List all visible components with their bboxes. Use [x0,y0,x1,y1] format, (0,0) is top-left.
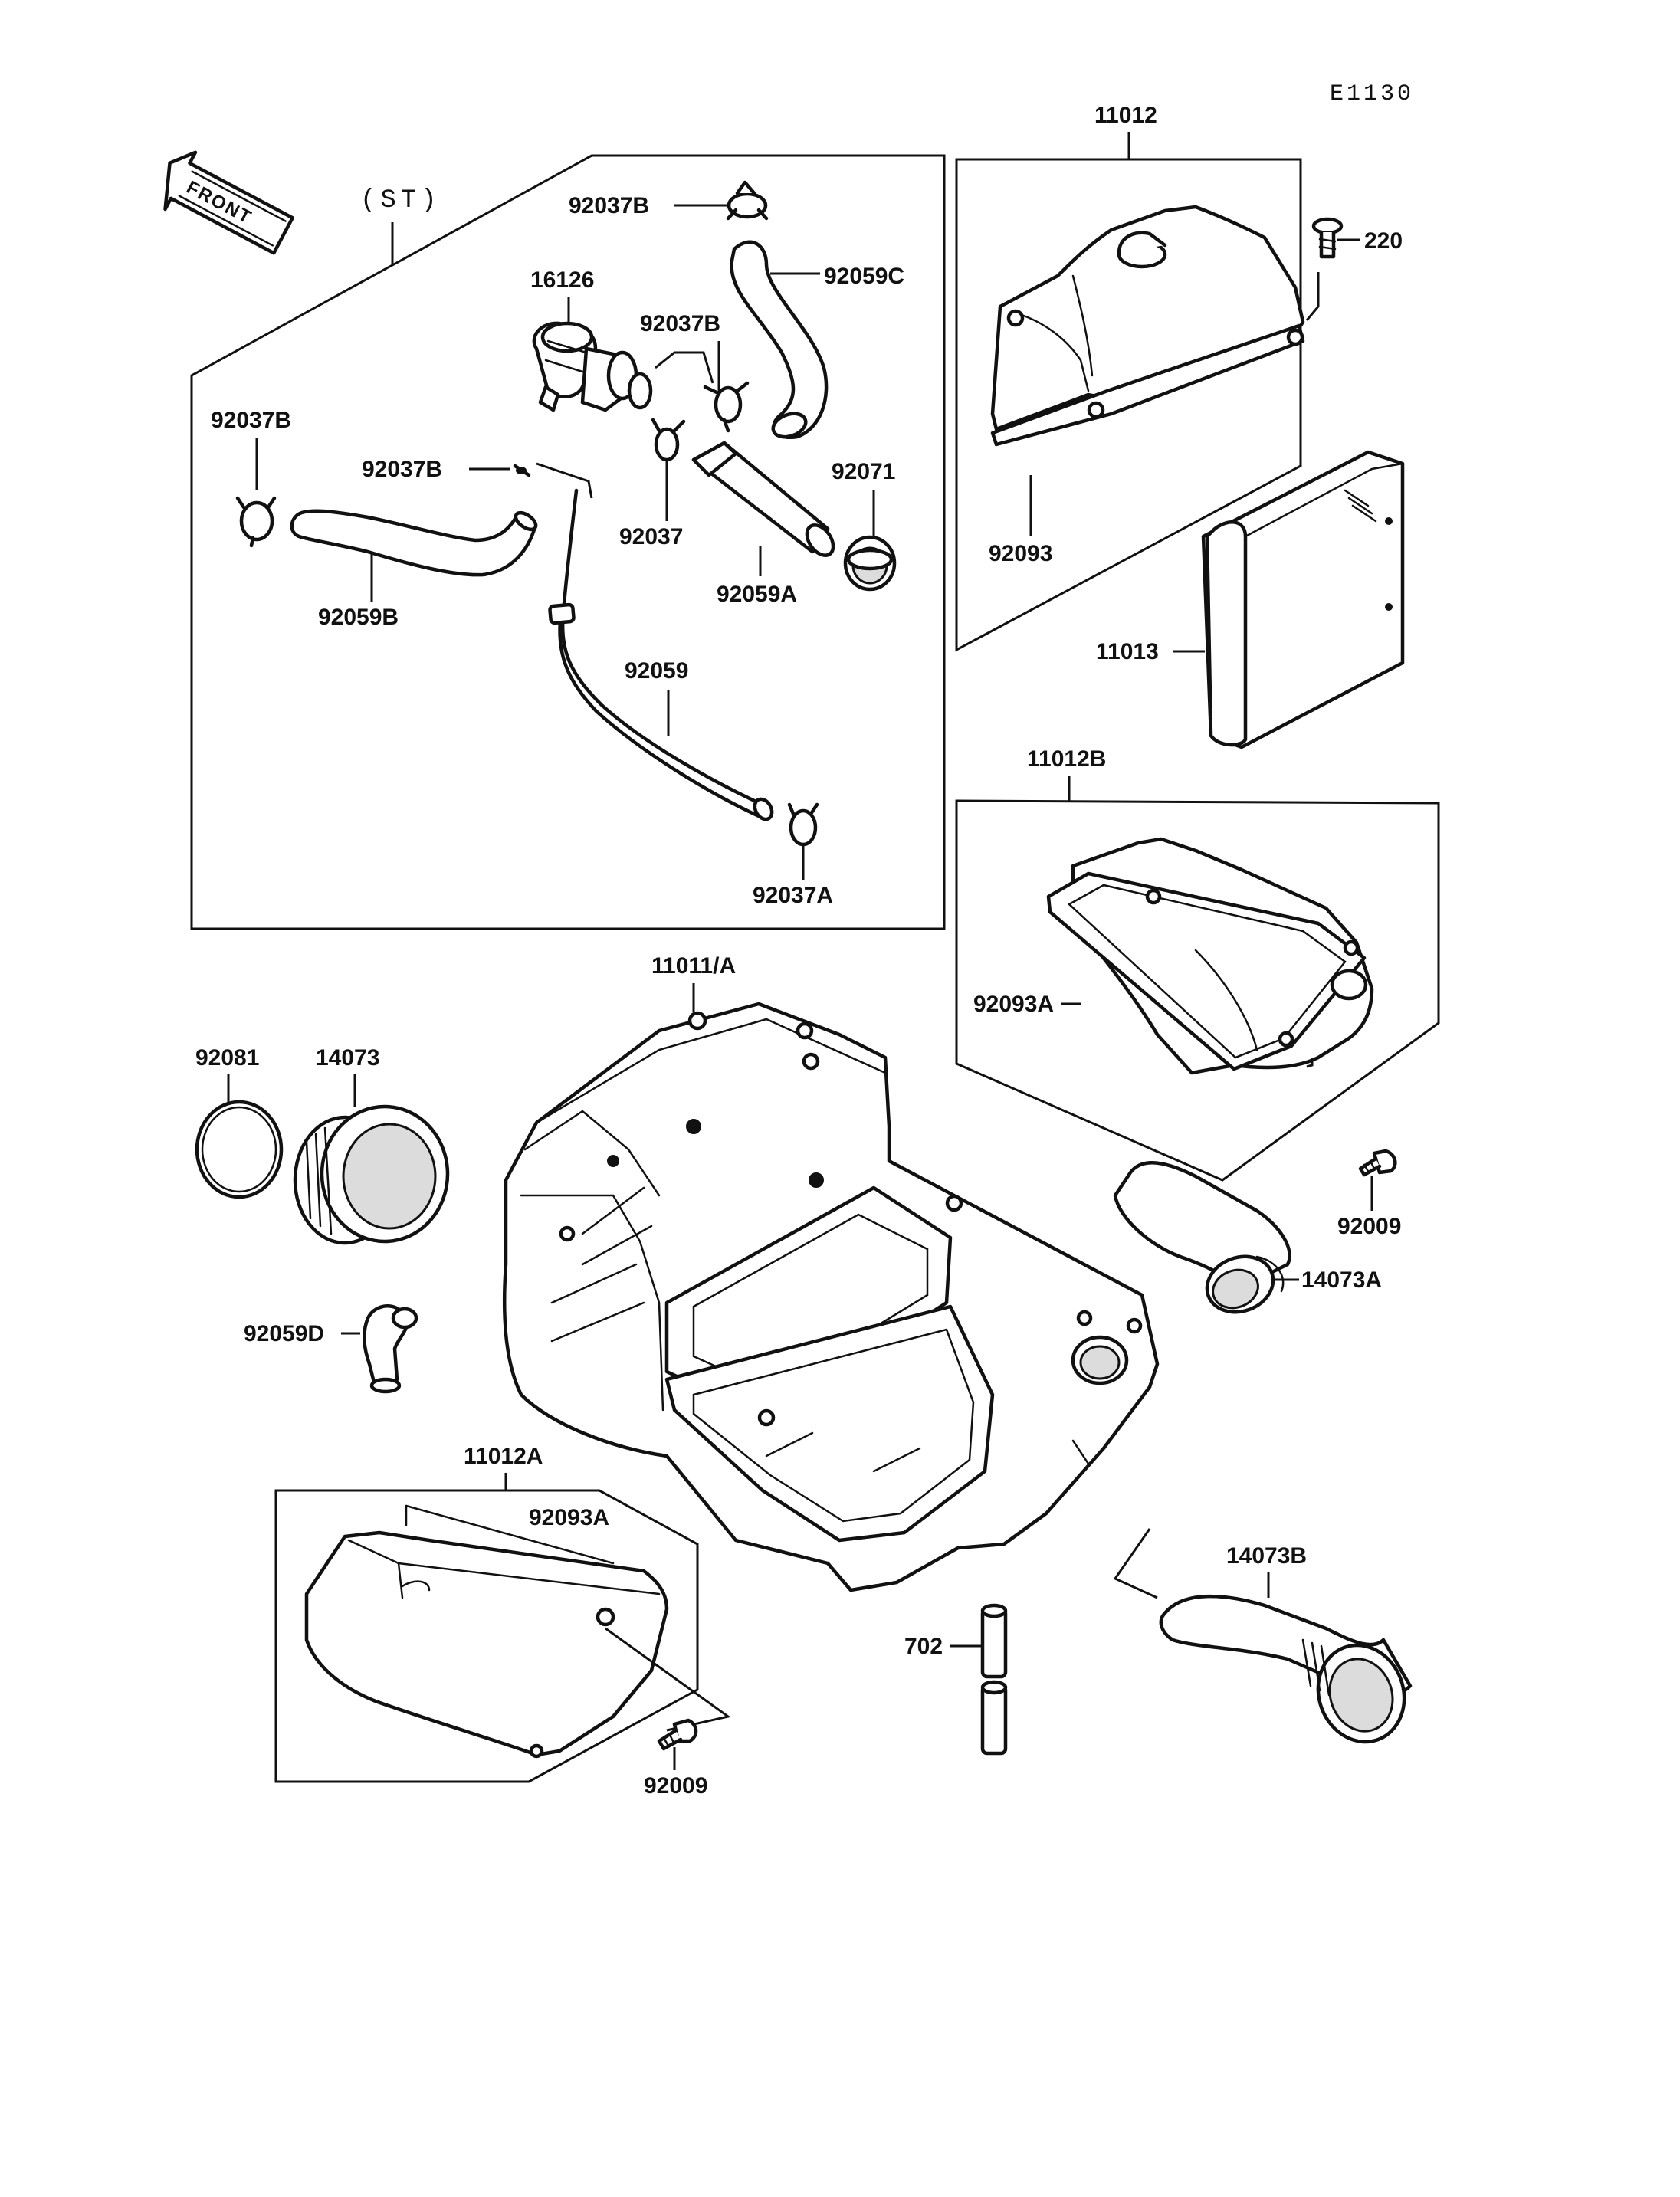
label-92037: 92037 [619,524,683,549]
clip-92037b-mid-icon [703,381,750,433]
label-92093a-bottom: 92093A [529,1505,609,1530]
ring-92081-icon [195,1100,284,1199]
label-220: 220 [1364,228,1403,254]
label-92059b: 92059B [318,605,399,630]
label-92059: 92059 [625,658,688,684]
label-92037b-top: 92037B [569,193,649,218]
label-92009-bottom: 92009 [644,1773,707,1799]
label-92081: 92081 [195,1045,259,1071]
leader-14073b-mount [1113,1528,1158,1599]
label-14073a: 14073A [1301,1267,1382,1293]
front-arrow-icon: FRONT [163,150,294,255]
hose-92059b-icon [290,509,538,577]
label-92071: 92071 [832,459,895,484]
screw-220-icon [1311,217,1344,259]
bolt-92009-right-icon [1358,1149,1397,1177]
label-92037b-small: 92037B [362,457,442,482]
label-92093: 92093 [989,541,1052,566]
frame-11012a [274,1489,699,1783]
label-11011a: 11011/A [651,953,736,979]
frame-11012 [955,158,1302,652]
label-11012b: 11012B [1027,746,1106,772]
cover-11012b-icon [1046,837,1374,1075]
hose-92059d-icon [363,1304,418,1394]
element-11013-icon [1201,450,1405,749]
tube-702-icon [980,1603,1008,1756]
clip-92037b-small-icon [513,464,531,477]
clip-92037a-icon [787,802,819,847]
label-11012a: 11012A [464,1444,543,1469]
label-11013: 11013 [1096,639,1159,664]
label-92059a: 92059A [717,582,797,607]
clip-92037-icon [651,418,686,462]
leader-92009-right-frame [1306,1058,1314,1068]
label-16126: 16126 [530,267,594,293]
grommet-92071-icon [843,535,897,592]
label-92059d: 92059D [244,1321,324,1346]
label-92037b-left: 92037B [211,408,291,433]
cover-11012-icon [990,205,1305,447]
label-14073b: 14073B [1226,1543,1307,1569]
leader-220-screw [1305,272,1320,321]
diagram-code: E1130 [1330,81,1414,107]
intake-14073-icon [293,1104,450,1245]
cover-11012a-icon [304,1504,669,1759]
leader-valve-clip [655,351,714,384]
label-92037b-mid: 92037B [640,311,720,336]
clip-92037b-left-icon [235,496,277,548]
hose-92059a-icon [691,441,835,557]
label-92009-right: 92009 [1337,1214,1401,1239]
st-label: (ST) [360,186,441,215]
st-subassembly-frame [190,154,946,930]
label-92093a-top: 92093A [973,992,1054,1017]
duct-14073b-icon [1159,1594,1413,1744]
hose-92059c-icon [730,240,829,440]
clip-92037b-top-icon [726,180,769,221]
bolt-92009-bottom-icon [657,1718,698,1751]
hose-92059-icon [548,488,774,821]
housing-11011a-icon [502,1002,1160,1592]
duct-14073a-icon [1113,1161,1291,1314]
frame-11012b [955,799,1440,1182]
valve-16126-icon [532,321,653,412]
label-14073: 14073 [316,1045,379,1071]
label-92037a: 92037A [753,883,833,908]
label-702: 702 [904,1634,943,1659]
leader-valve-hose [536,462,593,499]
label-92059c: 92059C [824,264,904,289]
label-11012: 11012 [1094,103,1157,128]
